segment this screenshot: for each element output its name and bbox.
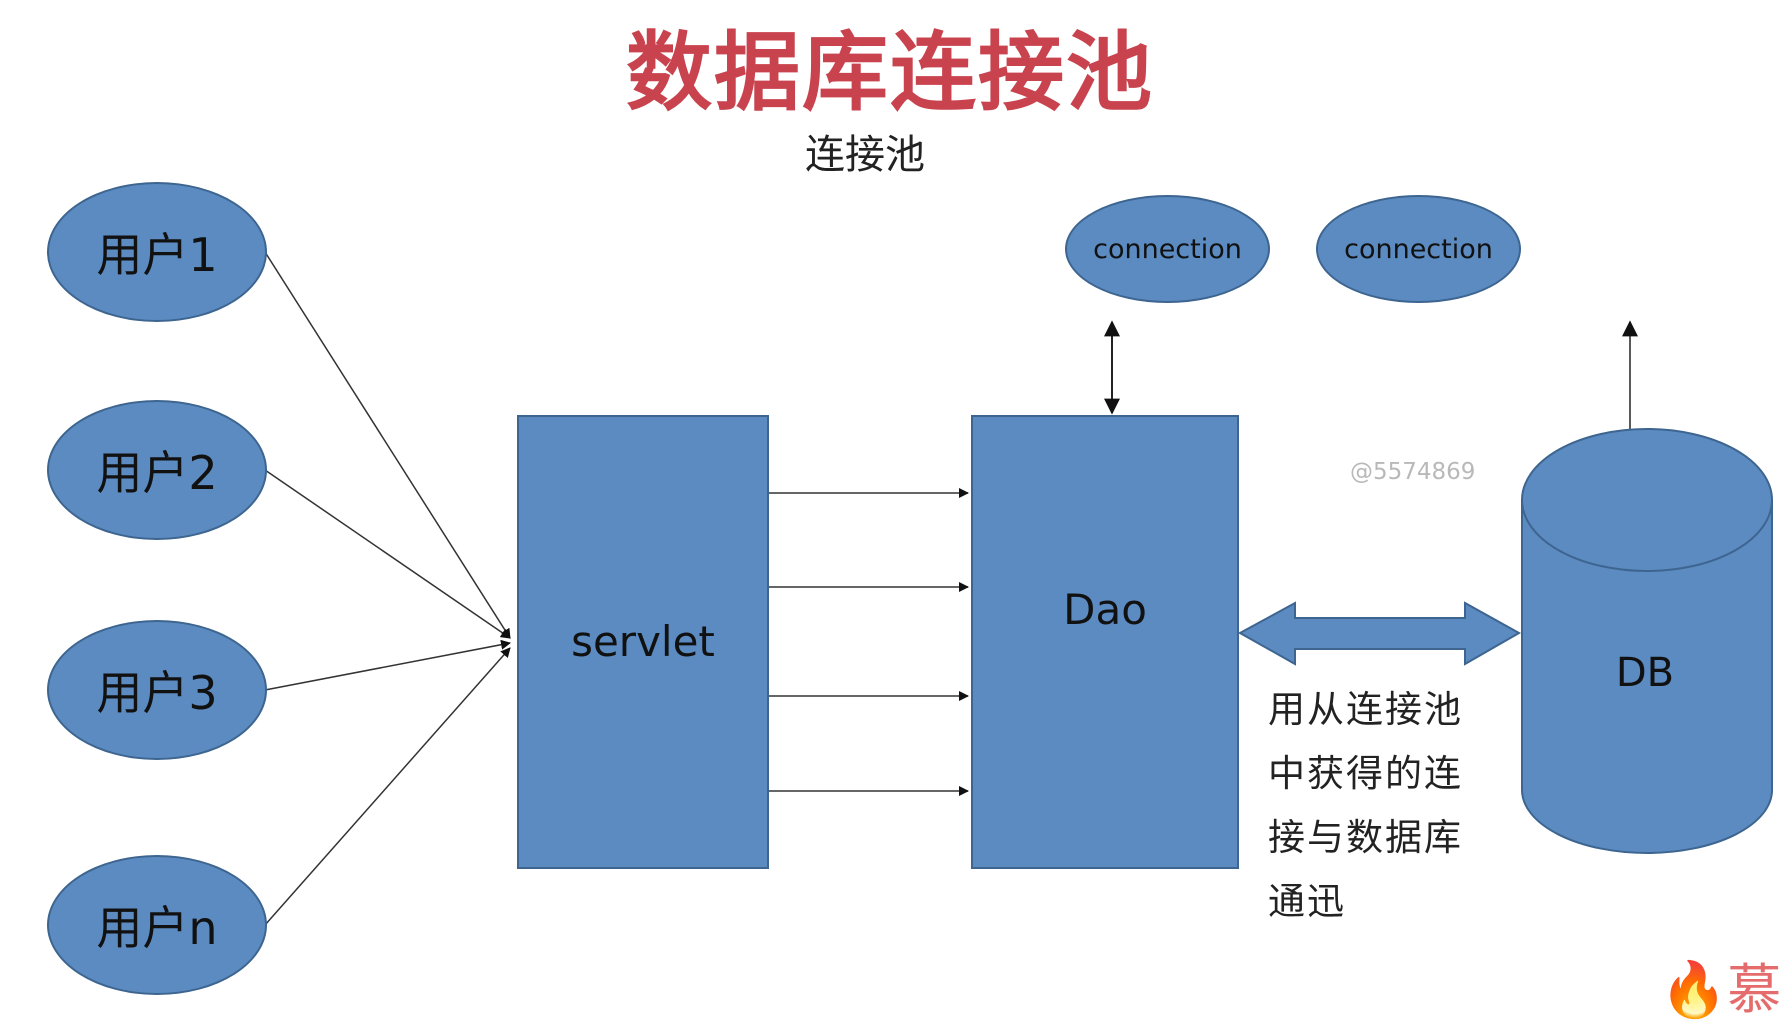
user-node-label: 用户3	[96, 666, 218, 720]
user-node-label: 用户1	[96, 228, 218, 282]
connection-label: connection	[1093, 233, 1242, 265]
usern-to-servlet-line	[264, 647, 511, 926]
user-node-label: 用户2	[96, 446, 218, 500]
dao-db-block-arrow	[1237, 601, 1522, 666]
diagram-connectors	[264, 251, 1773, 926]
user1-to-servlet-line	[264, 251, 511, 639]
user-node-2: 用户2	[47, 400, 267, 540]
user-node-label: 用户n	[96, 901, 218, 955]
connection-node-2: connection	[1316, 195, 1521, 303]
db-label: DB	[1615, 650, 1675, 696]
note-line: 通迅	[1268, 880, 1346, 923]
connection-node-1: connection	[1065, 195, 1270, 303]
user-node-n: 用户n	[47, 855, 267, 995]
servlet-box: servlet	[517, 415, 769, 869]
note-line: 中获得的连	[1268, 752, 1463, 795]
page-title: 数据库连接池	[626, 23, 1154, 123]
db-cylinder	[1521, 428, 1773, 854]
dao-label: Dao	[1063, 585, 1147, 634]
logo-text: 慕课	[1727, 958, 1780, 1021]
dao-box: Dao	[971, 415, 1239, 869]
user3-to-servlet-line	[264, 639, 511, 691]
user2-to-servlet-line	[264, 469, 511, 639]
dao-db-note: 用从连接池 中获得的连 接与数据库 通迅	[1268, 678, 1468, 934]
user-node-3: 用户3	[47, 620, 267, 760]
brand-logo: 🔥慕课	[1660, 945, 1780, 1024]
watermark: @5574869	[1350, 459, 1476, 485]
connection-label: connection	[1344, 233, 1493, 265]
note-line: 接与数据库	[1268, 816, 1463, 859]
user-node-1: 用户1	[47, 182, 267, 322]
servlet-label: servlet	[571, 617, 715, 666]
note-line: 用从连接池	[1268, 688, 1463, 731]
flame-icon: 🔥	[1660, 958, 1728, 1021]
pool-label: 连接池	[805, 132, 925, 178]
